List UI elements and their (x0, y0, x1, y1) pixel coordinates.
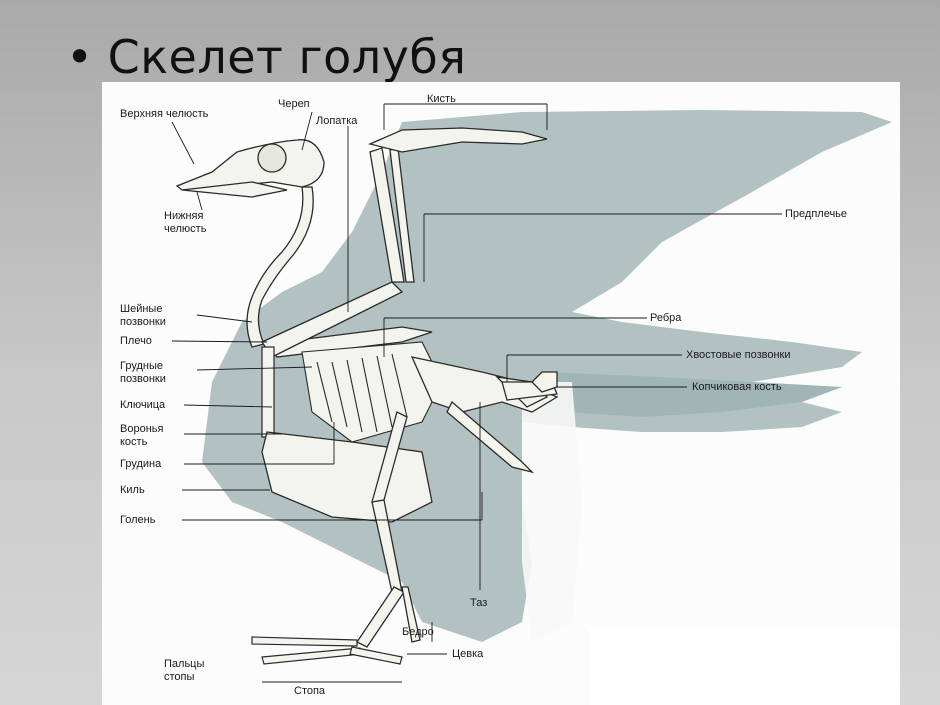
label-pygostyle: Копчиковая кость (692, 381, 782, 393)
slide-title: •Скелет голубя (66, 30, 466, 84)
label-femur: Бедро (402, 626, 434, 638)
pigeon-skeleton-figure: Верхняя челюсть Череп Кисть Лопатка Нижн… (102, 82, 900, 705)
toe-bones (251, 636, 403, 665)
leg-bones (356, 411, 421, 648)
label-pelvis: Таз (470, 597, 488, 609)
label-hand: Кисть (427, 93, 456, 105)
leader-lines (171, 103, 782, 683)
pelvis-tail (410, 356, 559, 474)
label-upper-jaw: Верхняя челюсть (120, 108, 209, 120)
label-skull: Череп (278, 98, 310, 110)
label-thoracic: Грудные позвонки (120, 360, 166, 385)
coracoid-bone (261, 346, 275, 438)
label-shin: Голень (120, 514, 156, 526)
tail-feathers (542, 372, 842, 417)
label-toes: Пальцы стопы (164, 658, 205, 683)
label-cervical: Шейные позвонки (120, 303, 166, 328)
label-ribs: Ребра (650, 312, 682, 324)
label-scapula: Лопатка (316, 115, 358, 127)
label-humerus: Плечо (120, 335, 152, 347)
title-text: Скелет голубя (107, 30, 467, 84)
label-keel: Киль (120, 484, 145, 496)
label-forearm: Предплечье (785, 208, 848, 220)
label-clavicle: Ключица (120, 399, 166, 411)
skeleton-drawing (171, 103, 892, 683)
skull-bone (175, 139, 325, 198)
label-tarsus: Цевка (452, 648, 484, 660)
label-tail-vertebrae: Хвостовые позвонки (686, 349, 791, 361)
hand-bones (367, 127, 548, 153)
label-coracoid: Воронья кость (120, 423, 164, 448)
body-gap (522, 382, 582, 642)
white-overlay-box (590, 628, 900, 705)
label-foot: Стопа (294, 685, 326, 697)
label-sternum: Грудина (120, 458, 162, 470)
label-lower-jaw: Нижняя челюсть (164, 210, 207, 235)
title-bullet: • (66, 30, 94, 84)
